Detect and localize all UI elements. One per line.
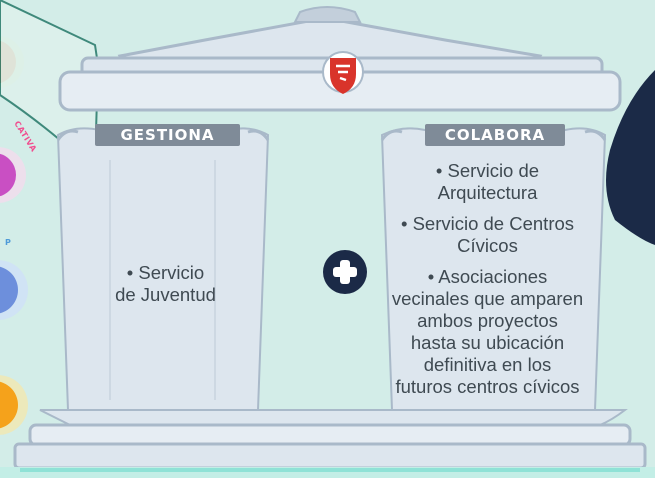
side-purple-circle bbox=[0, 153, 16, 197]
colabora-item-line: • Asociaciones bbox=[427, 266, 548, 287]
colabora-item-line: futuros centros cívicos bbox=[395, 376, 580, 397]
colabora-item-line: • Servicio de bbox=[435, 160, 540, 181]
colabora-item-line: definitiva en los bbox=[423, 354, 552, 375]
header-gestiona: GESTIONA bbox=[120, 126, 215, 144]
colabora-item: • Asociaciones vecinales que amparen amb… bbox=[380, 266, 595, 398]
gestiona-list: • Servicio de Juventud bbox=[98, 262, 233, 306]
gestiona-item-line: de Juventud bbox=[115, 284, 216, 305]
colabora-list: • Servicio de Arquitectura • Servicio de… bbox=[380, 160, 595, 407]
colabora-item: • Servicio de Arquitectura bbox=[380, 160, 595, 204]
colabora-item-line: Arquitectura bbox=[437, 182, 538, 203]
gestiona-item-line: • Servicio bbox=[126, 262, 205, 283]
colabora-item-line: vecinales que amparen bbox=[391, 288, 584, 309]
colabora-item-line: hasta su ubicación bbox=[410, 332, 565, 353]
colabora-item-line: • Servicio de Centros bbox=[400, 213, 575, 234]
side-blue-circle bbox=[0, 266, 18, 314]
side-yellow-circle bbox=[0, 381, 18, 429]
header-colabora: COLABORA bbox=[444, 126, 546, 144]
colabora-item-line: ambos proyectos bbox=[417, 310, 558, 331]
right-navy-shape bbox=[606, 70, 655, 245]
side-label-p: P bbox=[5, 238, 12, 247]
colabora-item-line: Cívicos bbox=[457, 235, 518, 256]
colabora-item: • Servicio de Centros Cívicos bbox=[380, 213, 595, 257]
